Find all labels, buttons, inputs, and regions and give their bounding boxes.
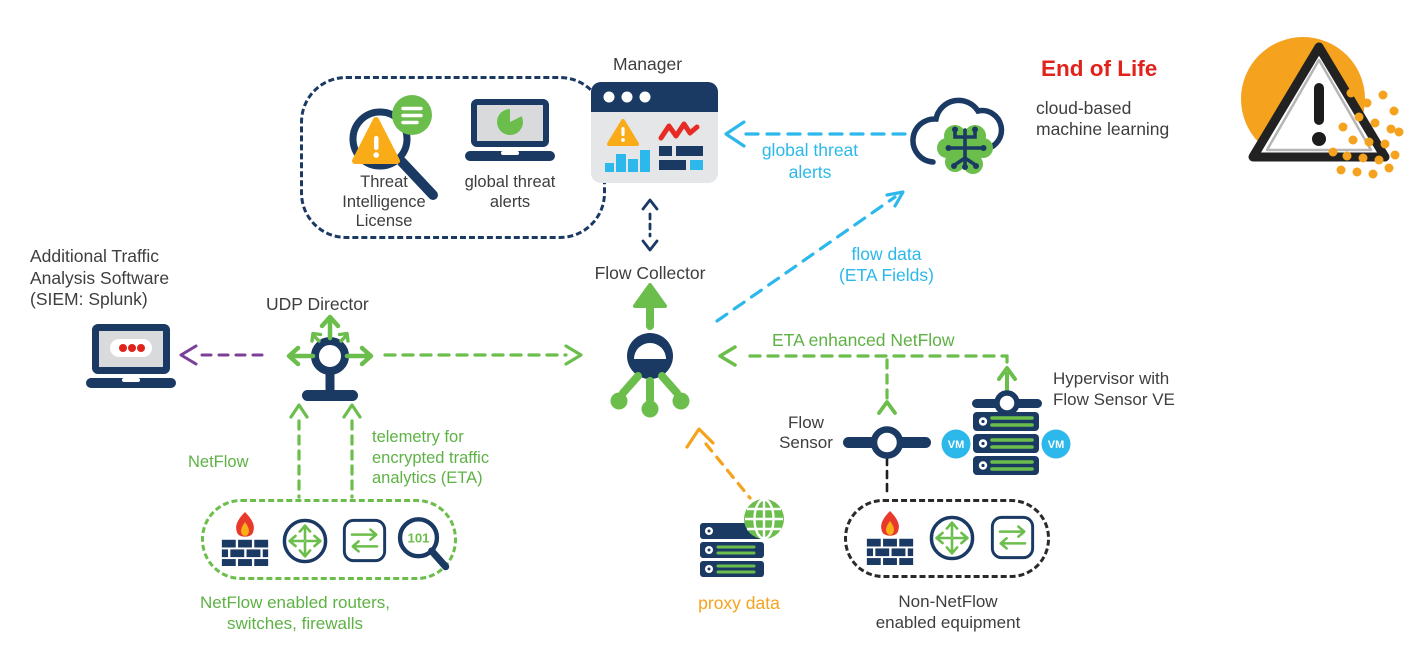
siem-label: Additional Traffic Analysis Software (SI… [30,246,170,309]
edge-flowcollector-to-cloud [715,190,905,323]
flow-collector-label: Flow Collector [594,263,706,283]
non-netflow-box [844,499,1050,578]
edge-manager-flowcollector [641,198,659,252]
flow-collector-icon [610,283,690,418]
edge-flowsensor-riser [877,358,897,415]
netflow-sources-caption: NetFlow enabled routers, switches, firew… [200,593,390,633]
router-icon [929,515,975,561]
switch-icon [990,515,1035,560]
proxy-data-label: proxy data [698,593,780,613]
threat-intelligence-icon [349,95,438,200]
threat-license-label: Threat Intelligence License [342,173,426,230]
edge-udp-to-siem [179,344,264,366]
flow-data-edge-label: flow data (ETA Fields) [839,244,934,285]
end-of-life-title: End of Life [1041,56,1158,81]
router-icon [282,518,328,564]
edge-proxy-to-flowcollector [685,427,752,500]
flow-sensor-icon [843,426,931,459]
manager-icon [591,82,718,183]
firewall-icon [866,511,914,565]
telemetry-eta-label: telemetry for encrypted traffic analytic… [372,428,490,487]
netflow-magnifier-icon: 101 [397,517,450,571]
udp-director-label: UDP Director [266,294,369,314]
edge-eta-enhanced-netflow [718,345,1009,368]
global-threat-alerts-edge-label: global threat alerts [761,140,859,182]
flow-sensor-label: Flow Sensor [779,413,833,452]
vm-badge-left: VM [948,439,965,451]
magnifier-101-text: 101 [407,531,429,546]
firewall-icon [221,512,269,566]
end-of-life-warning-badge [1241,37,1404,179]
proxy-server-icon [700,498,784,577]
cloud-ml-icon [910,97,1005,174]
eta-enhanced-netflow-label: ETA enhanced NetFlow [772,330,955,350]
alerts-laptop-icon [465,99,555,161]
manager-label: Manager [613,54,683,74]
udp-director-icon [286,314,374,401]
edge-netflow-to-udp [289,403,362,499]
netflow-sources-box [201,499,457,580]
switch-icon [342,518,387,563]
alerts-laptop-label: global threat alerts [464,173,556,211]
edge-udp-to-flowcollector [383,344,583,366]
hypervisor-label: Hypervisor with Flow Sensor VE [1053,369,1175,409]
edge-cloud-to-manager [724,120,907,148]
netflow-edge-label: NetFlow [188,453,249,471]
vm-badge-right: VM [1048,439,1065,451]
non-netflow-caption: Non-NetFlow enabled equipment [875,592,1021,632]
cloud-ml-label: cloud-based machine learning [1036,98,1170,139]
edge-hypervisor-riser [997,366,1017,392]
siem-laptop-icon [86,324,176,388]
hypervisor-icon: VM VM [941,390,1071,475]
